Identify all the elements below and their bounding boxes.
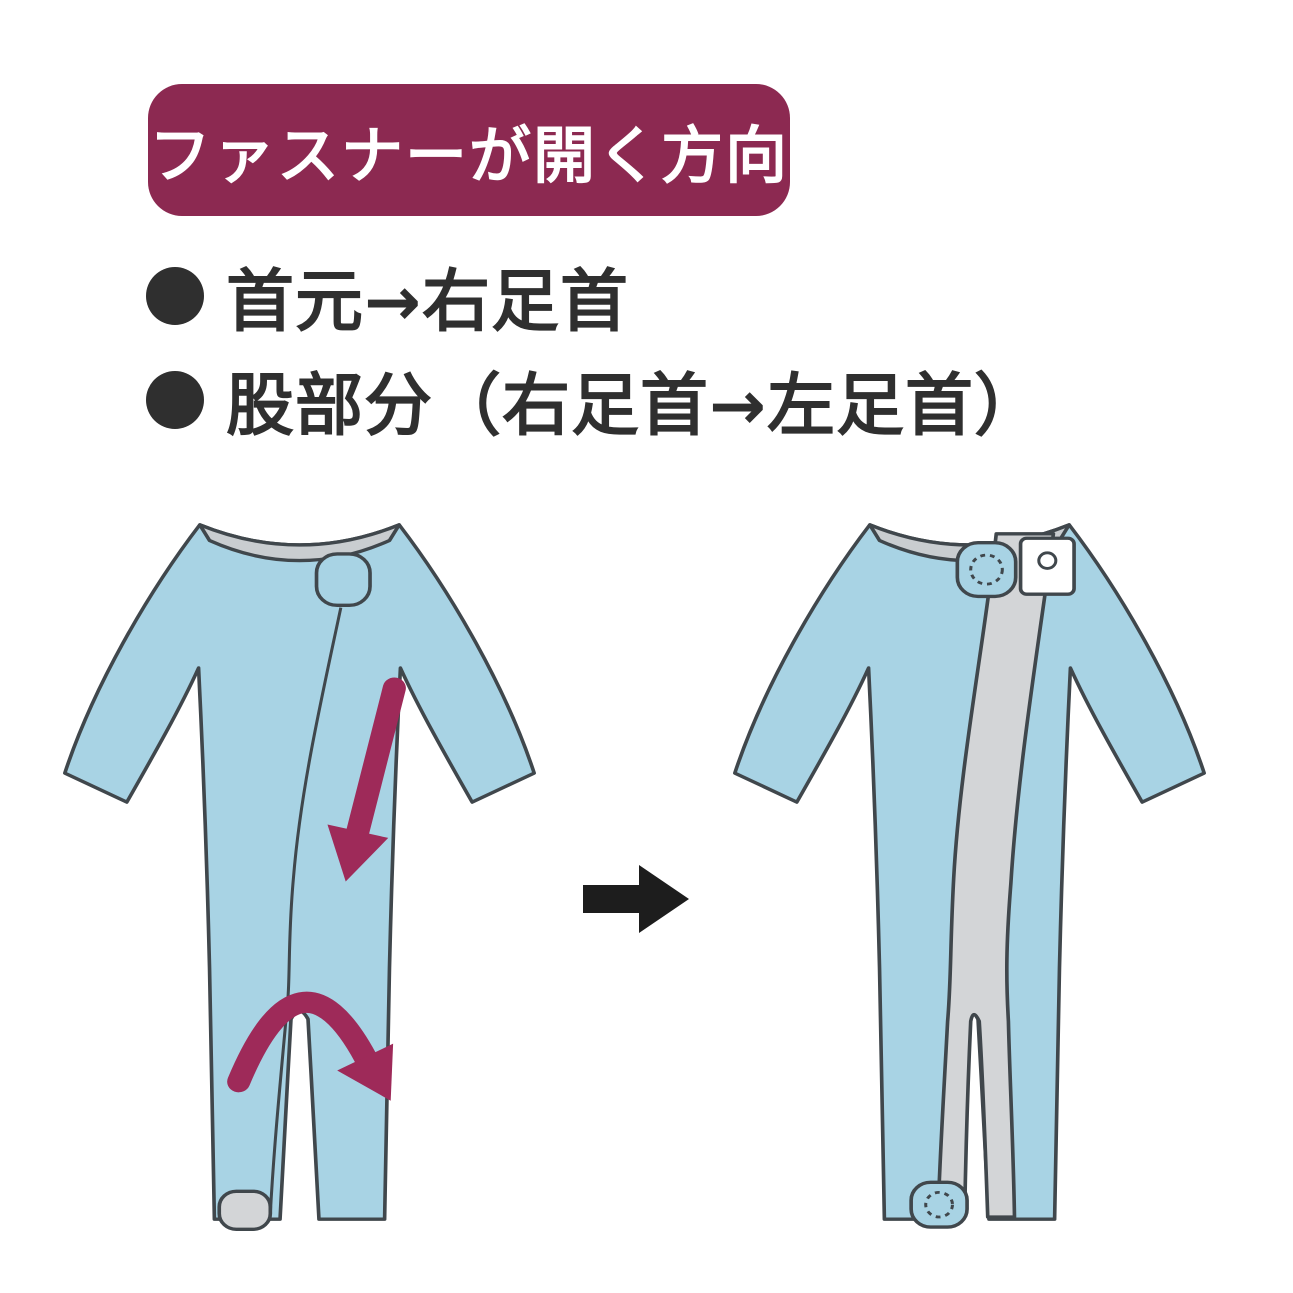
bullet-dot-icon: [146, 370, 204, 429]
romper-closed-illustration: [63, 523, 536, 1231]
zipper-top-flap: [314, 552, 372, 608]
header-badge: ファスナーが開く方向: [148, 84, 790, 216]
romper-open-illustration: [733, 523, 1206, 1229]
zipper-direction-arrow-crotch-arc: [227, 991, 377, 1093]
ankle-zipper-tab: [217, 1189, 273, 1231]
neck-snap-dotted-circle: [969, 553, 1004, 586]
ankle-snap-tab: [909, 1180, 969, 1229]
page-title: ファスナーが開く方向: [148, 119, 789, 192]
garment-body: [63, 523, 536, 1221]
bullet-item-crotch-section: 股部分（右足首→左足首）: [146, 350, 1043, 449]
zipper-direction-arrow-down-line: [346, 677, 406, 842]
bullet-item-neck-to-right-ankle: 首元→右足首: [146, 246, 629, 345]
zipper-line: [268, 607, 343, 1214]
right-arrow-shape: [583, 865, 689, 933]
bullet-dot-icon: [146, 266, 204, 325]
ankle-snap-dotted-circle: [924, 1190, 954, 1219]
zipper-direction-arrow-down-head: [327, 824, 389, 882]
collar: [197, 523, 402, 563]
zipper-direction-arrow-crotch-head: [337, 1043, 394, 1101]
open-zipper-lining: [936, 532, 1056, 1219]
bullet-label: 首元→右足首: [226, 263, 629, 342]
bullet-label: 股部分（右足首→左足首）: [226, 367, 1043, 446]
tag-snap-circle: [1037, 551, 1058, 570]
neck-snap-flap: [955, 541, 1018, 599]
transition-arrow-icon: [583, 865, 689, 933]
